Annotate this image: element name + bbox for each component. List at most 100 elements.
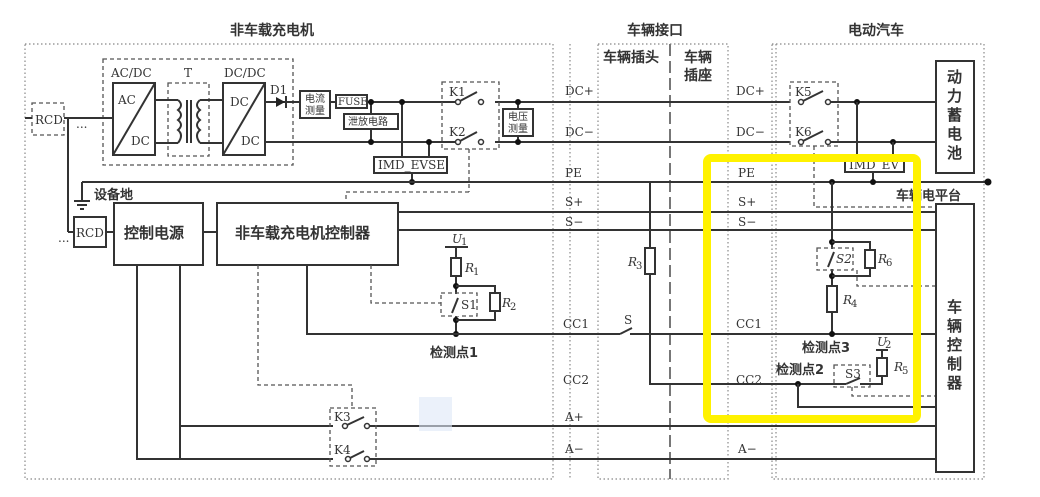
k1-contact [477,98,485,106]
wire [860,376,883,385]
charger-title: 非车载充电机 [230,22,314,39]
highlight-box [703,154,921,423]
k1-switch-icon [459,91,478,102]
left-dc-plus-label: DC+ [565,84,594,98]
left-pe-label: PE [565,166,582,180]
left-dc-minus-label: DC− [565,125,594,139]
interface-title: 车辆接口 [627,22,683,39]
r5-sub: 5 [902,366,908,377]
r1-label: R [464,261,474,275]
rcd-top-label: RCD [35,113,63,127]
k3-contact [341,422,349,430]
vcu-label-char: 制 [947,355,962,373]
acdc-title: AC/DC [110,66,152,80]
vcu-label-char: 控 [947,336,962,354]
imd-evse-box [373,156,448,174]
s-label: S [624,313,632,327]
detect-point-3-label: 检测点3 [802,340,850,356]
junction [984,178,992,186]
junction [515,99,521,105]
k5-k6-control-link [813,146,935,208]
dcdc-out-label: DC [241,134,260,148]
charger-controller-box [216,202,399,266]
battery-label-char: 电 [947,125,962,143]
k5-switch-icon [802,90,824,102]
converter-diagonal [222,82,266,156]
wire [832,268,871,277]
junction [515,139,521,145]
diode-label: D1 [270,83,287,97]
socket-label-1: 车辆 [684,49,712,66]
right-s-minus-label: S− [738,215,756,229]
r1-resistor [450,257,462,277]
k6-contact [824,138,832,146]
switch-gap [455,137,495,147]
r2-label: R [501,296,511,310]
k1-label: K1 [449,85,466,99]
k3-label: K3 [334,410,351,424]
wire [456,311,496,321]
socket-label-2: 插座 [684,67,712,84]
right-cc1-label: CC1 [736,317,762,331]
watermark-logo [419,397,452,431]
acdc-in-label: AC [117,93,136,107]
right-s-plus-label: S+ [738,195,756,209]
junction [426,139,432,145]
r4-sub: 4 [851,299,857,310]
voltage-measure-label-2: 测量 [508,122,528,135]
right-cc2-label: CC2 [736,373,762,387]
vehicle-boundary [771,43,985,480]
s3-label: S3 [845,367,861,381]
u1-label: U [452,232,463,246]
u1-sub: 1 [461,237,467,248]
battery-label-char: 池 [947,144,962,162]
vcu-label-char: 器 [946,374,963,392]
battery-label-char: 力 [947,87,962,105]
k3-switch-icon [346,416,365,426]
wire [832,241,871,250]
r2-resistor [489,292,501,312]
vcu-label-char: 辆 [947,317,962,335]
transformer-secondary-coil [196,99,202,144]
k5-contact [797,98,805,106]
r3-resistor [644,247,656,275]
a-minus-wire [179,265,333,460]
left-s-minus-label: S− [565,215,583,229]
k3-k4-boundary [329,407,377,467]
r6-sub: 6 [886,258,892,269]
battery-label-char: 动 [947,68,962,86]
transformer-primary-coil [176,99,182,144]
r2-sub: 2 [510,302,516,313]
current-measure-box [299,90,331,119]
vehicle-controller-box [935,203,975,473]
junction [399,99,405,105]
control-power-box [113,202,204,266]
detect-point-1-label: 检测点1 [430,345,478,361]
k1-k2-boundary [441,81,500,150]
cc1-wire [306,265,620,335]
ellipsis-bottom: ... [58,231,69,245]
s2-label: S2 [836,252,852,266]
k4-contact [344,455,352,463]
ground-label: 设备地 [94,187,133,203]
k4-label: K4 [334,443,351,457]
s3-switch-icon [845,377,861,385]
switch-gap [455,97,495,107]
s3-boundary [833,364,871,388]
s2-boundary [816,247,854,271]
right-a-minus-label: A− [737,442,757,456]
vcu-label-char: 车 [947,298,962,316]
voltage-measure-label-1: 电压 [508,110,528,123]
right-dc-minus-label: DC− [736,125,765,139]
s-switch-icon [619,327,633,335]
r3-sub: 3 [636,261,642,272]
detect-point-2-label: 检测点2 [776,362,824,378]
k4-switch-icon [349,450,365,459]
r3-label: R [627,255,637,269]
discharge-label: 泄放电路 [348,115,388,128]
left-cc2-label: CC2 [563,373,589,387]
right-dc-plus-label: DC+ [736,84,765,98]
dcdc-title: DC/DC [224,66,266,80]
junction [368,139,374,145]
